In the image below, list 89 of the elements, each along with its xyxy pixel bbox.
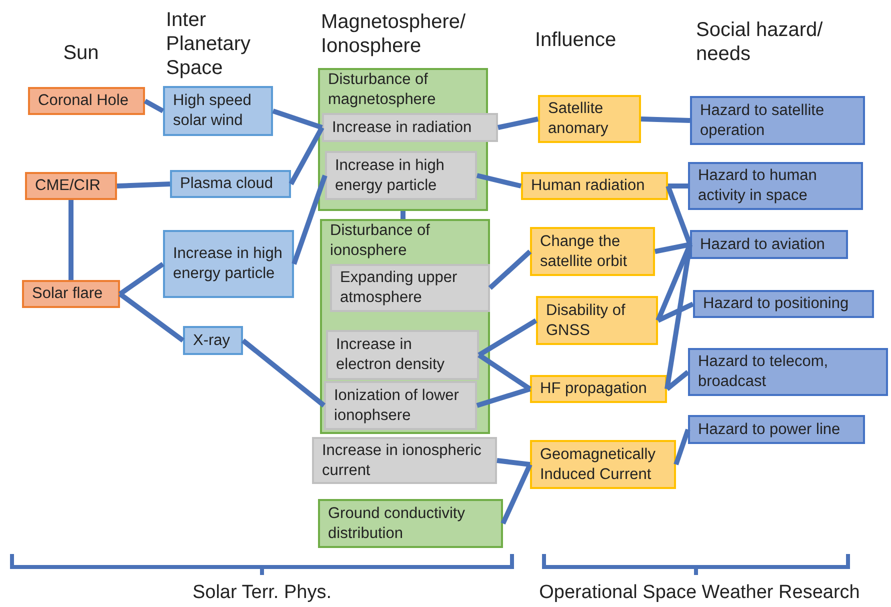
connector-line (656, 302, 694, 323)
box-text: Expanding upper atmosphere (340, 268, 458, 308)
box-text: High speed solar wind (173, 91, 252, 131)
box-text: Increase in radiation (332, 118, 472, 138)
box-text: Disability of GNSS (546, 300, 626, 340)
column-heading: Inter Planetary Space (166, 8, 252, 80)
process-box (330, 264, 490, 312)
box-text: Hazard to power line (698, 420, 840, 440)
hazard-box (693, 290, 874, 318)
box-text: CME/CIR (35, 176, 100, 196)
box-text: Hazard to positioning (703, 294, 849, 314)
box-text: Solar flare (32, 284, 103, 304)
connector-line (118, 262, 164, 296)
connector-line (272, 108, 323, 130)
column-heading: Operational Space Weather Research (538, 581, 861, 605)
box-text: HF propagation (540, 379, 647, 399)
column-heading: Sun (62, 41, 100, 66)
connector-line (478, 352, 532, 392)
box-text: X-ray (193, 330, 230, 350)
box-text: Increase in electron density (336, 335, 446, 375)
connector-line (118, 292, 184, 343)
influence-box (530, 440, 676, 489)
connector-line (668, 184, 688, 188)
connector-line (288, 126, 324, 186)
connector-line (400, 211, 406, 219)
connector-line (664, 244, 692, 390)
connector-line (144, 98, 164, 114)
connector-line (656, 244, 692, 322)
connector-line (478, 318, 538, 358)
box-text: Ground conductivity distribution (328, 504, 466, 544)
box-text: Hazard to human activity in space (698, 166, 818, 206)
column-heading: Magnetosphere/ Ionosphere (321, 10, 467, 58)
influence-box (536, 296, 658, 345)
influence-box (530, 375, 667, 403)
source-box (28, 87, 145, 115)
column-heading: Influence (535, 28, 618, 53)
hazard-box (688, 348, 888, 396)
box-text: Change the satellite orbit (540, 232, 628, 272)
hazard-box (690, 96, 865, 145)
process-box (325, 151, 477, 200)
connector-line (68, 200, 74, 280)
connector-line (497, 116, 539, 130)
box-text: Human radiation (531, 176, 645, 196)
hazard-box (688, 162, 863, 210)
hazard-box (688, 415, 865, 444)
connector-line (496, 458, 530, 467)
connector-line (665, 370, 690, 391)
box-text: Coronal Hole (38, 91, 128, 111)
box-text: Plasma cloud (180, 174, 274, 194)
connector-line (666, 185, 692, 246)
process-box (170, 170, 291, 198)
box-text: Hazard to aviation (700, 234, 825, 254)
box-text: Increase in ionospheric current (322, 440, 482, 480)
connector-line (674, 428, 690, 466)
influence-box (530, 227, 655, 276)
group-box (318, 499, 503, 548)
column-heading: Social hazard/ needs (696, 18, 824, 66)
group-title: Disturbance of ionosphere (330, 221, 431, 261)
connector-line (476, 386, 531, 408)
process-box (312, 437, 497, 484)
connector-line (500, 463, 532, 525)
connector-line (292, 174, 328, 265)
process-box (163, 230, 294, 298)
group-box (320, 219, 490, 434)
connector-line (476, 173, 522, 188)
process-box (183, 326, 243, 355)
box-text: Ionization of lower ionophsere (334, 386, 460, 426)
box-text: Hazard to satellite operation (700, 100, 826, 140)
group-title: Disturbance of magnetosphere (328, 70, 437, 110)
connector-line (116, 182, 170, 188)
source-box (22, 280, 120, 308)
influence-box (521, 172, 668, 200)
connector-line (654, 242, 690, 254)
connector-line (241, 338, 326, 408)
influence-box (538, 95, 641, 143)
box-text: Hazard to telecom, broadcast (698, 352, 830, 392)
box-text: Geomagnetically Induced Current (540, 444, 656, 484)
process-box (326, 330, 479, 380)
connector-line (640, 116, 690, 123)
hazard-box (690, 230, 848, 259)
connector-line (488, 250, 532, 290)
box-text: Increase in high energy particle (173, 244, 284, 284)
source-box (25, 172, 117, 200)
process-box (324, 381, 477, 430)
process-box (322, 113, 498, 142)
column-heading: Solar Terr. Phys. (191, 581, 333, 605)
process-box (163, 86, 273, 136)
box-text: Satellite anomary (548, 99, 610, 139)
box-text: Increase in high energy particle (335, 156, 446, 196)
